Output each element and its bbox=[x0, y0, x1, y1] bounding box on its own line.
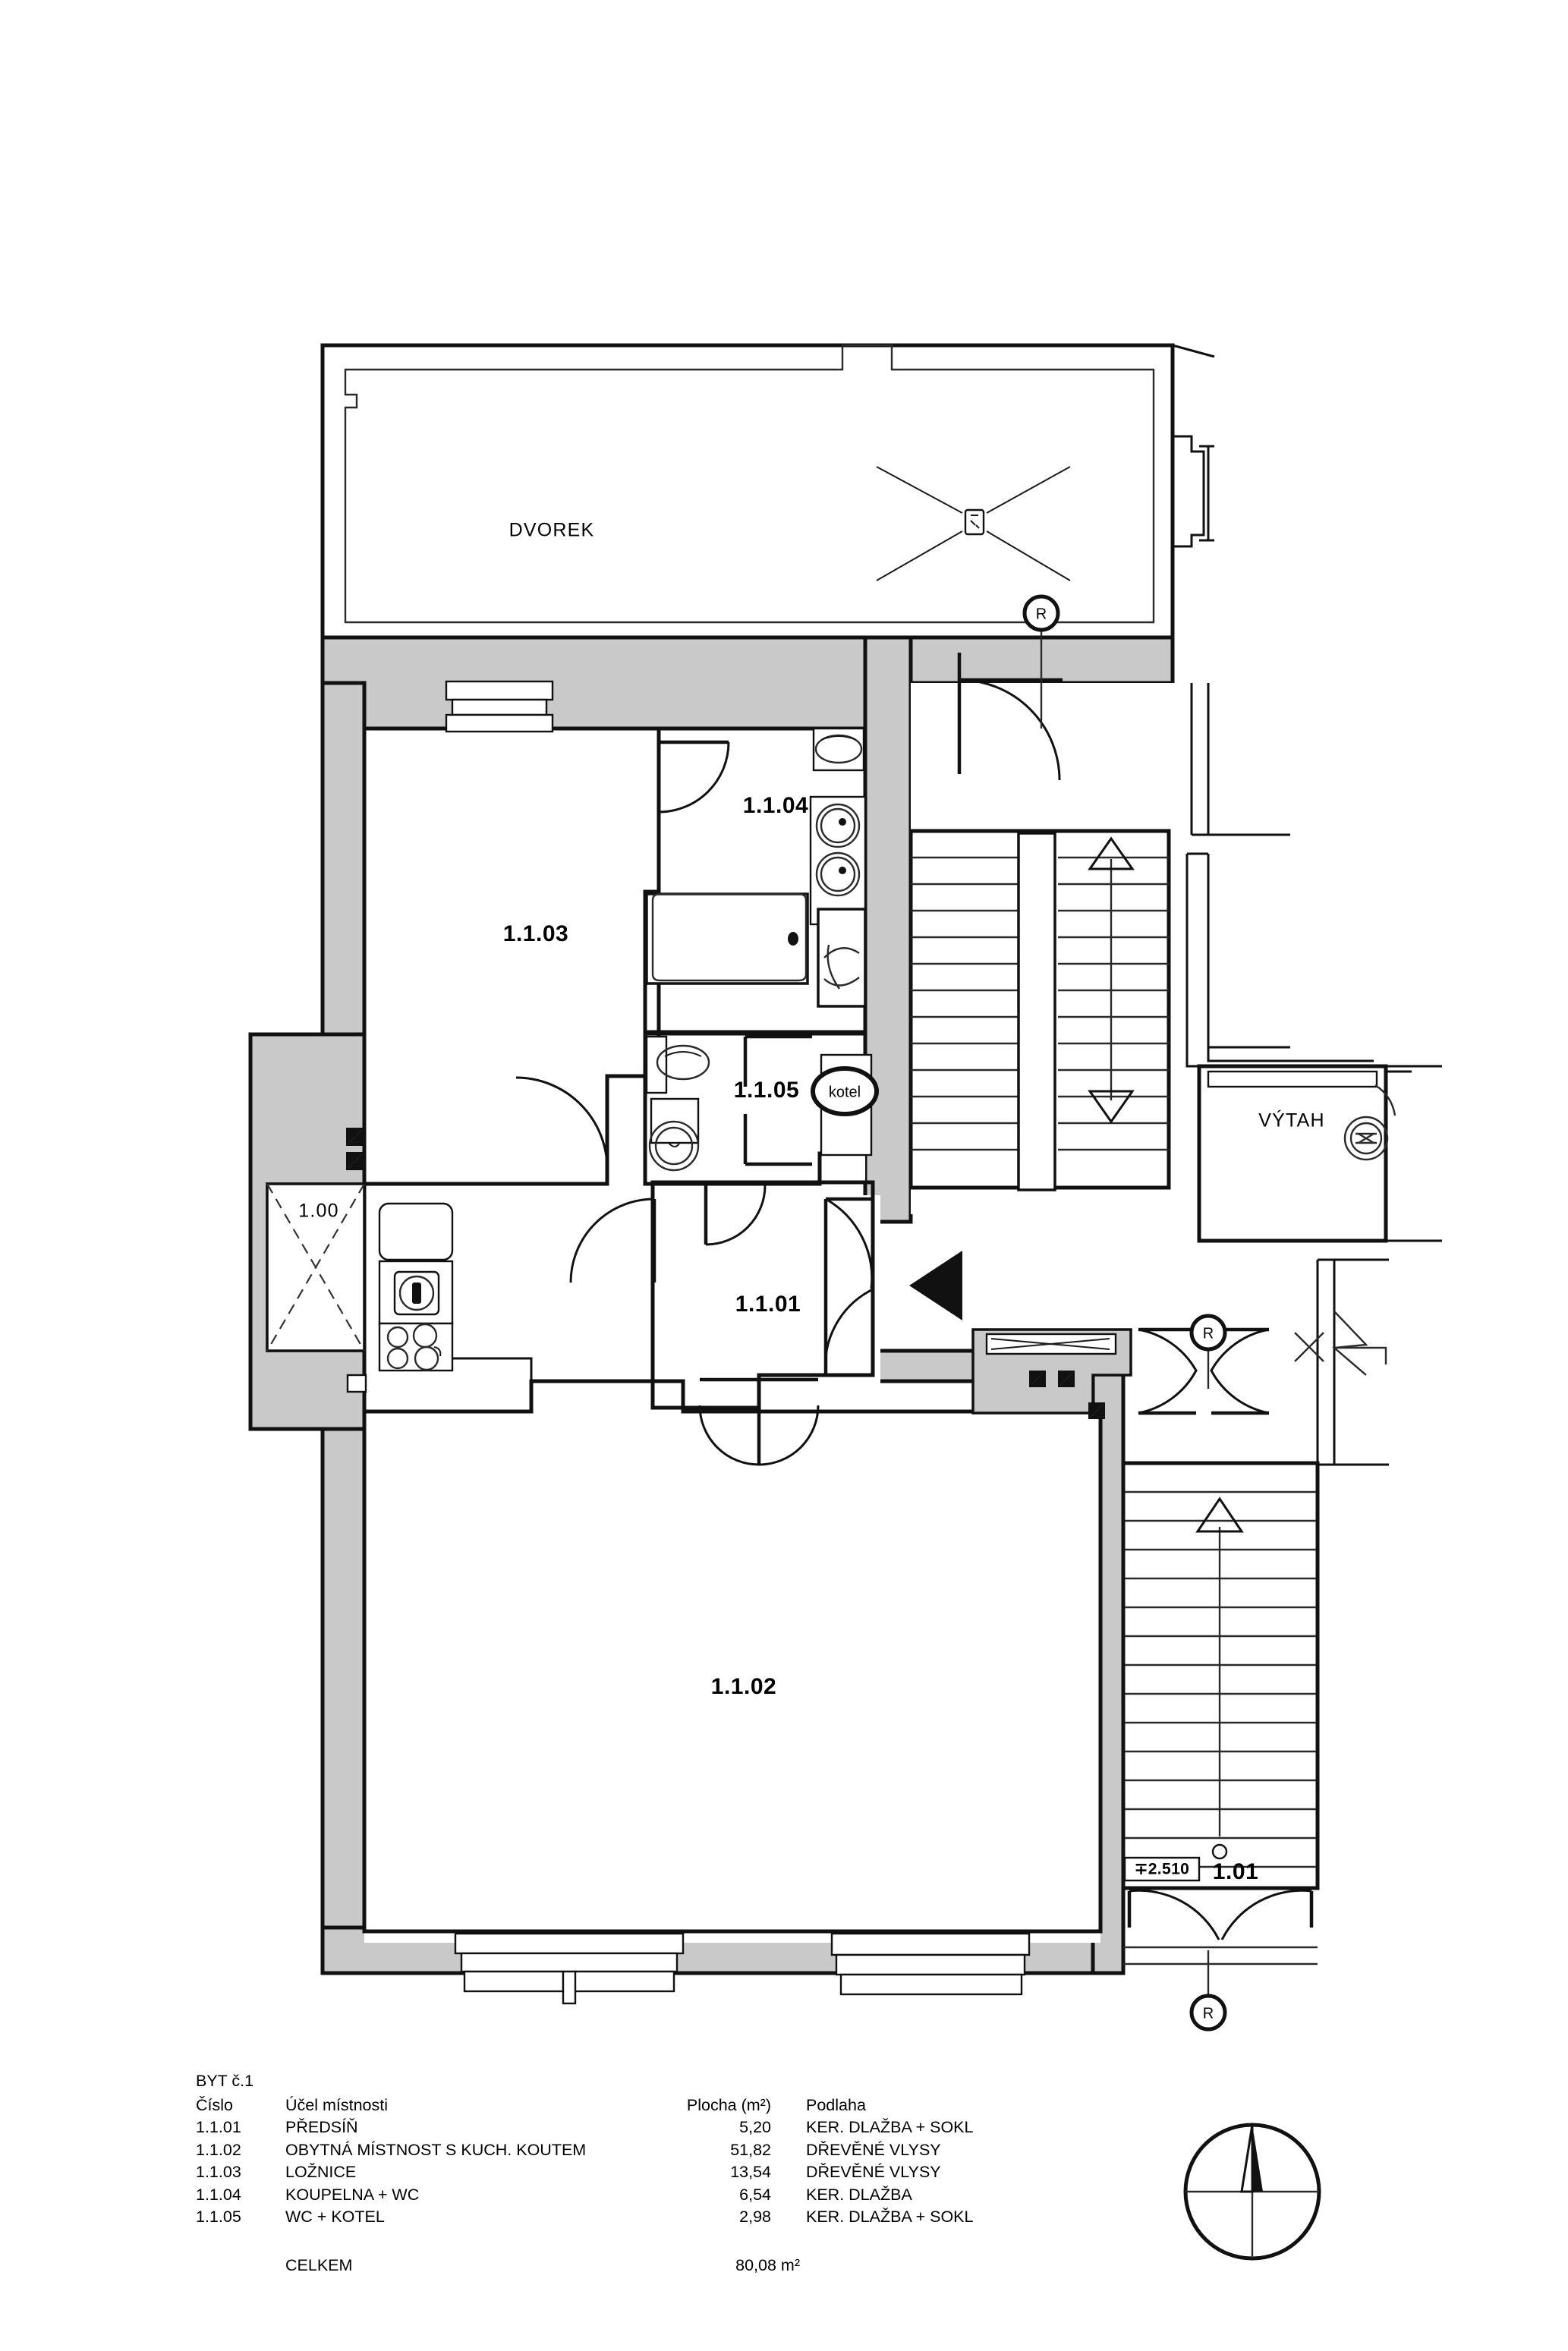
revision-marker-top: R bbox=[1022, 594, 1060, 729]
cell-number: 1.1.01 bbox=[196, 2118, 241, 2136]
entrance-door-hall bbox=[823, 1197, 874, 1375]
sink-fixtures-1-1-04 bbox=[809, 795, 867, 926]
cell-purpose: LOŽNICE bbox=[285, 2163, 357, 2181]
elevation-marker-label: ∓2.510 bbox=[1135, 1861, 1190, 1878]
room-schedule-table: Číslo Účel místnosti Plocha (m²) Podlaha… bbox=[196, 2095, 1031, 2280]
room-1-1-04-bathroom: 1.1.04 bbox=[643, 726, 867, 1034]
basin-fixture-1-1-05 bbox=[648, 1097, 700, 1172]
entry-door-lower bbox=[1123, 1889, 1318, 1965]
table-total-row: CELKEM 80,08 m² bbox=[196, 2232, 1031, 2280]
door-hall-to-living bbox=[698, 1377, 820, 1466]
cell-area: 51,82 bbox=[730, 2140, 771, 2159]
corridor-double-doors bbox=[971, 1327, 1270, 1419]
shaft-1-00: 1.00 bbox=[248, 1032, 367, 1431]
room-1-1-02-living: 1.1.02 bbox=[362, 1202, 1103, 2005]
total-spacer-2 bbox=[806, 2232, 1031, 2280]
stair-direction-arrows-upper bbox=[1088, 836, 1135, 1124]
cell-floor: KER. DLAŽBA bbox=[806, 2185, 912, 2204]
courtyard-door bbox=[957, 653, 1063, 781]
wall-niche-markers-left bbox=[346, 1128, 367, 1393]
cell-floor: KER. DLAŽBA + SOKL bbox=[806, 2118, 974, 2136]
table-row: 1.1.01 PŘEDSÍŇ 5,20 KER. DLAŽBA + SOKL bbox=[196, 2118, 1031, 2142]
table-row: 1.1.02 OBYTNÁ MÍSTNOST S KUCH. KOUTEM 51… bbox=[196, 2142, 1031, 2165]
utility-disc-icon bbox=[1343, 1116, 1389, 1161]
toilet-fixture-1-1-05 bbox=[645, 1035, 710, 1094]
cell-number: 1.1.04 bbox=[196, 2185, 241, 2204]
cell-area: 2,98 bbox=[739, 2208, 771, 2226]
header-area: Plocha (m²) bbox=[686, 2095, 771, 2114]
table-row: 1.1.05 WC + KOTEL 2,98 KER. DLAŽBA + SOK… bbox=[196, 2208, 1031, 2232]
door-hall-to-wc bbox=[704, 1185, 767, 1246]
apartment-title: BYT č.1 bbox=[196, 2072, 254, 2090]
cell-purpose: KOUPELNA + WC bbox=[285, 2185, 420, 2204]
courtyard-dvorek: DVOREK bbox=[320, 343, 1215, 640]
cell-area: 6,54 bbox=[739, 2185, 771, 2204]
cell-purpose: OBYTNÁ MÍSTNOST S KUCH. KOUTEM bbox=[285, 2140, 587, 2159]
revision-marker-label-top: R bbox=[1036, 606, 1047, 622]
table-header-row: Číslo Účel místnosti Plocha (m²) Podlaha bbox=[196, 2095, 1031, 2120]
courtyard-label: DVOREK bbox=[509, 520, 595, 541]
revision-marker-mid: R bbox=[1189, 1314, 1227, 1389]
kitchen-counter bbox=[378, 1202, 533, 1412]
cell-number: 1.1.05 bbox=[196, 2208, 241, 2226]
staircase-lower: ∓2.510 1.01 bbox=[1121, 1461, 1320, 1965]
stair-landing-label: 1.01 bbox=[1213, 1859, 1258, 1884]
toilet-fixture-1-1-04 bbox=[812, 727, 865, 772]
floor-drain-icon bbox=[876, 466, 1071, 581]
header-purpose: Účel místnosti bbox=[285, 2095, 389, 2114]
entrance-arrow-icon bbox=[909, 1251, 962, 1320]
room-1-1-01-hall: 1.1.01 bbox=[569, 1180, 962, 1466]
stair-direction-arrow-lower bbox=[1195, 1497, 1244, 1860]
cell-purpose: PŘEDSÍŇ bbox=[285, 2118, 358, 2136]
shaft-label-1-00: 1.00 bbox=[298, 1201, 338, 1222]
elevator-vytah: VÝTAH bbox=[1197, 1064, 1412, 1243]
boiler-label: kotel bbox=[829, 1084, 861, 1100]
stair-treads-upper bbox=[911, 832, 1169, 1191]
boiler-kotel-marker: kotel bbox=[811, 1053, 879, 1157]
north-compass-icon bbox=[1183, 2123, 1321, 2261]
door-hall-to-bedroom bbox=[569, 1198, 656, 1283]
room-interiors bbox=[364, 683, 1184, 1943]
total-spacer bbox=[196, 2232, 285, 2280]
revision-marker-bottom: R bbox=[1189, 1950, 1227, 2032]
elevator-label: VÝTAH bbox=[1258, 1109, 1325, 1131]
window-bedroom bbox=[445, 680, 554, 733]
cell-floor: KER. DLAŽBA + SOKL bbox=[806, 2208, 974, 2226]
cell-number: 1.1.03 bbox=[196, 2163, 241, 2181]
door-bathroom bbox=[658, 740, 730, 814]
bathtub-fixture bbox=[645, 892, 809, 985]
cell-area: 5,20 bbox=[739, 2118, 771, 2136]
header-floor: Podlaha bbox=[806, 2095, 866, 2114]
room-1-1-05-wc: 1.1.05 kotel bbox=[643, 1031, 879, 1186]
room-label-1-1-02: 1.1.02 bbox=[711, 1674, 776, 1699]
room-label-1-1-03: 1.1.03 bbox=[503, 921, 568, 946]
windows-living-south bbox=[454, 1932, 1031, 2005]
room-label-1-1-04: 1.1.04 bbox=[743, 793, 808, 818]
niche-markers-corridor bbox=[1029, 1371, 1105, 1419]
staircase-upper bbox=[908, 829, 1374, 1191]
header-number: Číslo bbox=[196, 2095, 233, 2114]
revision-marker-label-bottom: R bbox=[1203, 2005, 1214, 2022]
door-bedroom bbox=[515, 1076, 609, 1169]
room-schedule-legend: BYT č.1 Číslo Účel místnosti Plocha (m²)… bbox=[196, 2072, 1031, 2280]
right-party-walls bbox=[1190, 683, 1442, 1466]
cell-floor: DŘEVĚNÉ VLYSY bbox=[806, 2140, 941, 2159]
table-row: 1.1.03 LOŽNICE 13,54 DŘEVĚNÉ VLYSY bbox=[196, 2164, 1031, 2187]
cell-number: 1.1.02 bbox=[196, 2140, 241, 2159]
revision-marker-label-mid: R bbox=[1203, 1325, 1214, 1342]
total-label: CELKEM bbox=[285, 2255, 353, 2274]
table-row: 1.1.04 KOUPELNA + WC 6,54 KER. DLAŽBA bbox=[196, 2185, 1031, 2210]
elevation-tag: ∓2.510 bbox=[1123, 1856, 1201, 1882]
appliance-niche bbox=[817, 908, 867, 1008]
total-area: 80,08 m² bbox=[735, 2255, 800, 2274]
bay-window-detail bbox=[1171, 344, 1215, 548]
cell-purpose: WC + KOTEL bbox=[285, 2208, 385, 2226]
cell-area: 13,54 bbox=[730, 2163, 771, 2181]
cell-floor: DŘEVĚNÉ VLYSY bbox=[806, 2163, 941, 2181]
room-label-1-1-01: 1.1.01 bbox=[735, 1292, 801, 1317]
